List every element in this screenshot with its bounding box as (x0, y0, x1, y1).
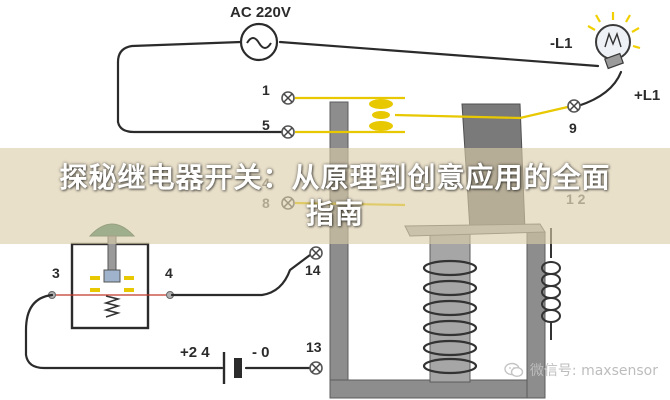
wechat-icon (504, 362, 524, 378)
terminal-1 (281, 91, 295, 105)
dc-battery-icon (222, 352, 242, 384)
relay-contacts (295, 96, 573, 134)
terminal-14-label: 14 (305, 262, 321, 278)
terminal-13-label: 13 (306, 339, 322, 355)
control-wire-switch-to-14 (170, 253, 312, 297)
control-wire-switch-to-battery (24, 293, 224, 370)
lamp-bulb-icon (587, 12, 641, 70)
terminal-5-label: 5 (262, 117, 270, 133)
article-title-line-1: 探秘继电器开关：从原理到创意应用的全面 (59, 161, 611, 194)
terminal-5 (281, 125, 295, 139)
dc-minus-label: - 0 (252, 344, 270, 361)
push-button-switch (70, 223, 150, 330)
terminal-14 (309, 246, 323, 260)
mains-wire (116, 40, 284, 134)
switch-terminal-4-label: 4 (165, 265, 173, 281)
ac-source-label: AC 220V (230, 4, 291, 21)
article-title-line-2: 指南 (305, 197, 364, 230)
terminal-13 (309, 361, 323, 375)
lamp-terminal-minus-label: -L1 (550, 35, 573, 52)
switch-terminal-3-label: 3 (52, 265, 60, 281)
terminal-9 (567, 99, 581, 113)
terminal-9-label: 9 (569, 120, 577, 136)
wechat-watermark: 微信号: maxsensor (504, 360, 658, 380)
article-title-banner: 探秘继电器开关：从原理到创意应用的全面 指南 (0, 148, 670, 244)
dc-plus-label: +2 4 (180, 344, 210, 361)
mains-wire-to-lamp (278, 40, 600, 68)
return-spring (541, 228, 561, 340)
watermark-text: 微信号: maxsensor (529, 363, 658, 379)
lamp-terminal-plus-label: +L1 (634, 87, 660, 104)
terminal-1-label: 1 (262, 82, 270, 98)
lamp-return-wire (576, 70, 623, 108)
relay-coil (422, 259, 478, 375)
ac-source-icon (239, 22, 279, 62)
